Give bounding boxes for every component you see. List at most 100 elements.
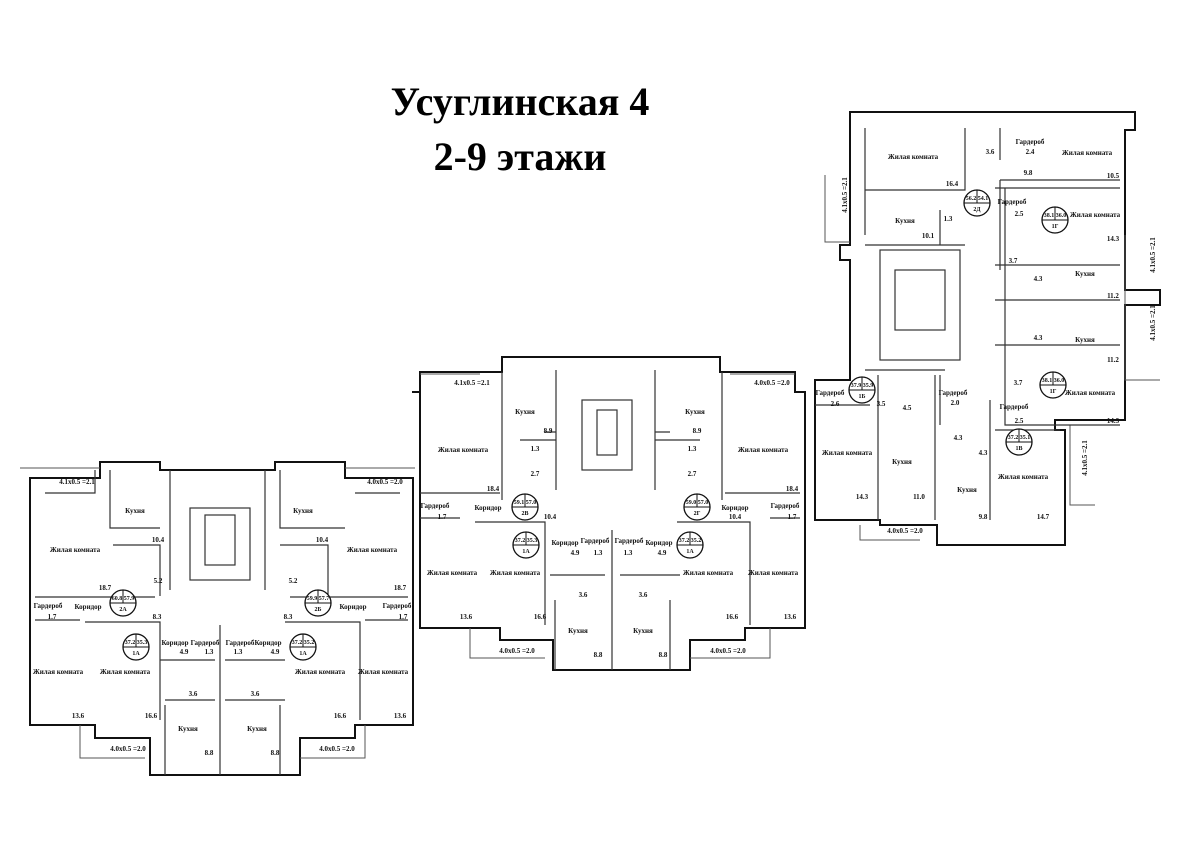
room-label: Кухня <box>892 458 912 466</box>
badge-total-area: 38.1 <box>1044 213 1055 219</box>
room-label: 8.8 <box>594 651 603 659</box>
room-label: 13.6 <box>460 613 473 621</box>
room-label: 8.9 <box>693 427 702 435</box>
room-label: Гардероб <box>226 639 255 647</box>
badge-apartment-type: 2А <box>119 607 127 613</box>
room-label: Жилая комната <box>748 569 799 577</box>
room-label: Кухня <box>247 725 267 733</box>
room-label: 4.3 <box>1034 334 1043 342</box>
room-label: Жилая комната <box>1062 149 1113 157</box>
room-label: 4.0x0.5 =2.0 <box>110 745 146 753</box>
room-label: 2.7 <box>688 470 697 478</box>
badge-apartment-type: 1А <box>522 549 530 555</box>
room-label: 13.6 <box>784 613 797 621</box>
badge-apartment-type: 1А <box>132 651 140 657</box>
room-label: Жилая комната <box>1070 211 1121 219</box>
room-label: 10.5 <box>1107 172 1120 180</box>
room-label: 3.7 <box>1014 379 1023 387</box>
room-label: Жилая комната <box>888 153 939 161</box>
room-label: Гардероб <box>615 537 644 545</box>
room-label: 1.3 <box>944 215 953 223</box>
room-label: Гардероб <box>383 602 412 610</box>
room-label: Коридор <box>339 603 366 611</box>
room-label: Гардероб <box>771 502 800 510</box>
badge-apartment-type: 1А <box>686 549 694 555</box>
badge-apartment-type: 1А <box>299 651 307 657</box>
room-label: 1.7 <box>399 613 408 621</box>
room-label: 8.9 <box>544 427 553 435</box>
badge-apartment-type: 2Д <box>973 207 981 213</box>
room-label: 3.6 <box>189 690 198 698</box>
badge-living-area: 57.7 <box>319 596 330 602</box>
room-label: Коридор <box>474 504 501 512</box>
room-label: 2.6 <box>831 400 840 408</box>
room-label: Гардероб <box>581 537 610 545</box>
room-label: 4.9 <box>658 549 667 557</box>
room-label: Кухня <box>957 486 977 494</box>
room-label: 4.5 <box>903 404 912 412</box>
room-label: 14.3 <box>856 493 869 501</box>
room-label: Коридор <box>551 539 578 547</box>
room-label: 4.1x0.5 =2.1 <box>59 478 95 486</box>
room-label: 3.7 <box>1009 257 1018 265</box>
room-label: Гардероб <box>998 198 1027 206</box>
room-label: Жилая комната <box>738 446 789 454</box>
room-label: Кухня <box>895 217 915 225</box>
badge-total-area: 60.8 <box>112 596 123 602</box>
room-label: 4.9 <box>271 648 280 656</box>
room-label: 10.4 <box>152 536 165 544</box>
badge-apartment-type: 2Г <box>694 511 701 517</box>
room-label: Коридор <box>254 639 281 647</box>
plan-title: Усуглинская 4 <box>390 79 650 124</box>
room-label: 2.5 <box>1015 210 1024 218</box>
room-label: 3.6 <box>579 591 588 599</box>
room-label: Жилая комната <box>295 668 346 676</box>
room-label: 18.7 <box>394 584 407 592</box>
room-label: 13.6 <box>72 712 85 720</box>
badge-total-area: 37.2 <box>679 538 690 544</box>
room-label: 4.1x0.5 =2.1 <box>1149 237 1157 273</box>
room-label: 2.5 <box>1015 417 1024 425</box>
room-label: 8.3 <box>284 613 293 621</box>
room-label: 4.0x0.5 =2.0 <box>887 527 923 535</box>
room-label: Гардероб <box>191 639 220 647</box>
room-label: Жилая комната <box>427 569 478 577</box>
room-label: 4.3 <box>1034 275 1043 283</box>
room-label: 8.3 <box>153 613 162 621</box>
badge-living-area: 35.2 <box>304 640 315 646</box>
room-label: 4.0x0.5 =2.0 <box>754 379 790 387</box>
room-label: Жилая комната <box>50 546 101 554</box>
room-label: 1.7 <box>788 513 797 521</box>
room-label: Жилая комната <box>1065 389 1116 397</box>
room-label: Кухня <box>685 408 705 416</box>
room-label: Гардероб <box>939 389 968 397</box>
room-label: 9.8 <box>979 513 988 521</box>
room-label: 1.3 <box>624 549 633 557</box>
badge-total-area: 56.2 <box>966 196 977 202</box>
plan-subtitle: 2-9 этажи <box>433 134 607 179</box>
room-label: Коридор <box>721 504 748 512</box>
room-label: Жилая комната <box>33 668 84 676</box>
room-label: Коридор <box>74 603 101 611</box>
room-label: 16.6 <box>145 712 158 720</box>
room-label: 10.4 <box>729 513 742 521</box>
room-label: 18.7 <box>99 584 112 592</box>
room-label: 11.2 <box>1107 292 1119 300</box>
room-label: 11.2 <box>1107 356 1119 364</box>
room-label: 8.8 <box>205 749 214 757</box>
room-label: 4.3 <box>979 449 988 457</box>
room-label: 4.0x0.5 =2.0 <box>319 745 355 753</box>
badge-living-area: 54.1 <box>978 196 989 202</box>
room-label: 1.7 <box>438 513 447 521</box>
room-label: 5.2 <box>154 577 163 585</box>
room-label: Кухня <box>1075 336 1095 344</box>
room-label: 16.4 <box>946 180 959 188</box>
